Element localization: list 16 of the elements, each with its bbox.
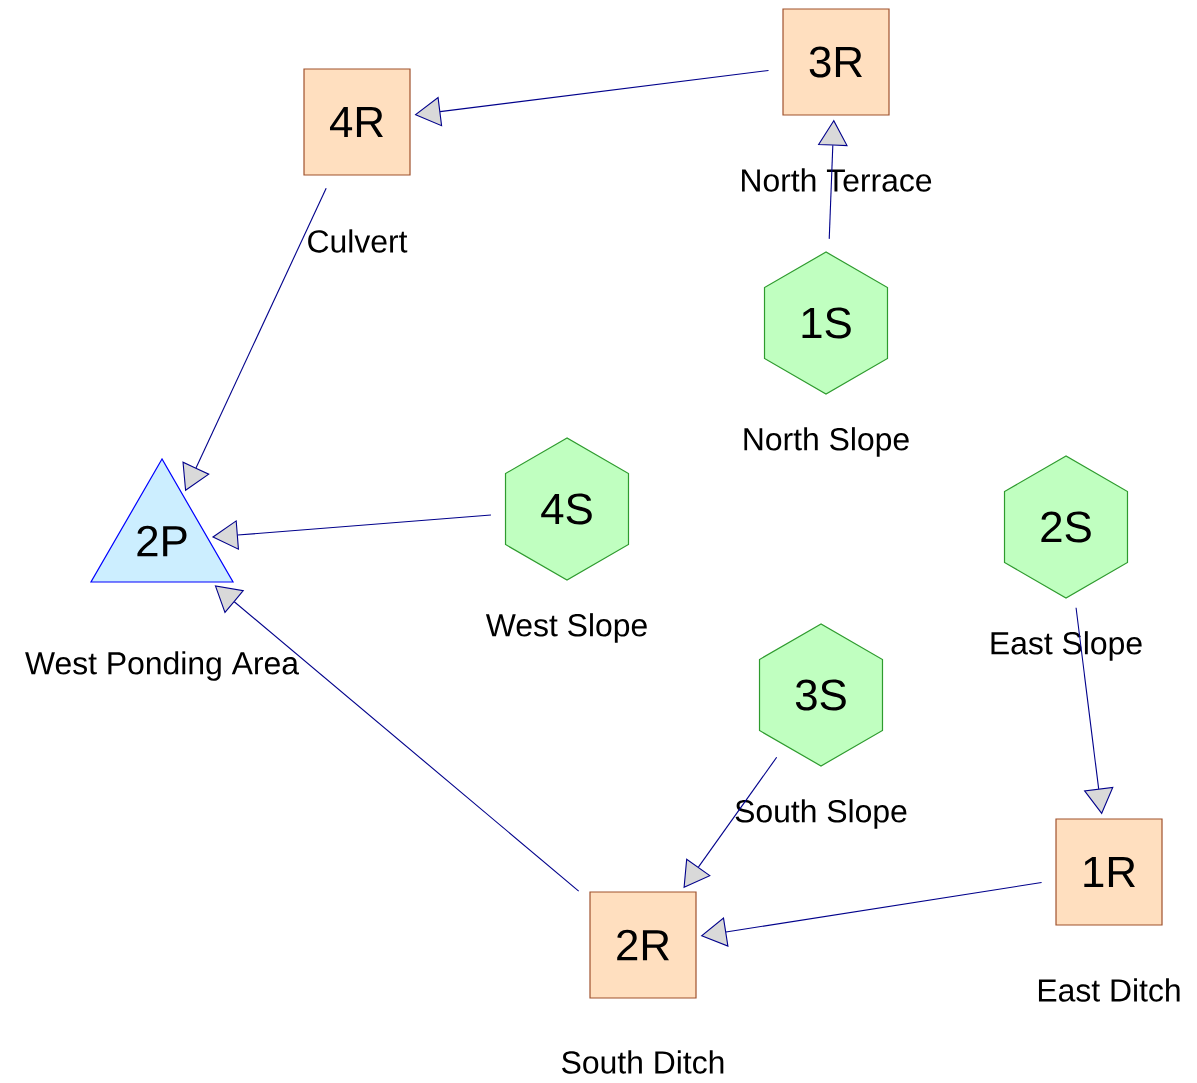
- node-caption: East Ditch: [1038, 978, 1180, 1002]
- subcatchment-hexagon: 4S: [504, 437, 630, 581]
- node-caption: North Slope: [744, 427, 909, 457]
- node-caption: South Slope: [735, 799, 907, 829]
- node-caption: Culvert: [308, 229, 408, 253]
- subcatchment-hexagon: 1S: [763, 251, 889, 395]
- reach-box: 4R: [303, 68, 411, 176]
- reach-box: 1R: [1055, 818, 1163, 926]
- node-caption: West Ponding Area: [25, 651, 299, 681]
- node-caption: South Ditch: [562, 1050, 724, 1074]
- node-caption: West Slope: [485, 613, 647, 643]
- reach-box: 3R: [782, 8, 890, 116]
- subcatchment-hexagon: 3S: [758, 623, 884, 767]
- subcatchment-hexagon: 2S: [1003, 455, 1129, 599]
- reach-box: 2R: [589, 891, 697, 999]
- arrow: [214, 585, 580, 892]
